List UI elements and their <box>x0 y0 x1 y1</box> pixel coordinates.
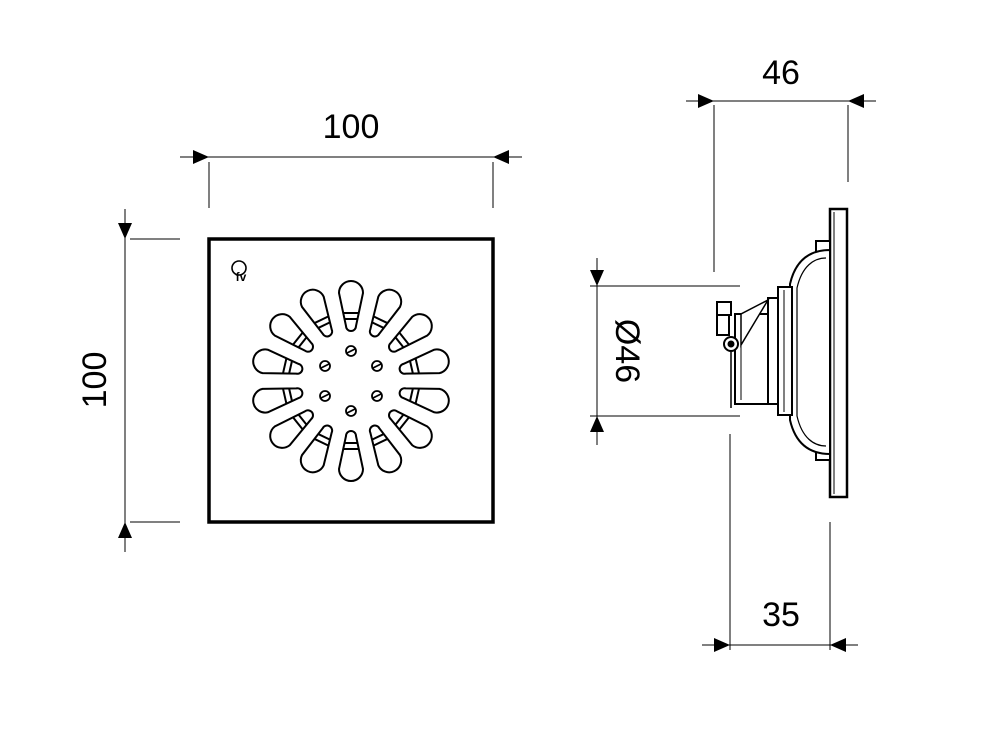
diameter-label: Ø46 <box>608 319 646 383</box>
screw <box>345 345 357 357</box>
petal-slot <box>252 387 304 414</box>
screw <box>319 390 331 402</box>
top-width-dimension: 100 <box>180 108 522 208</box>
left-height-dimension: 100 <box>76 209 180 552</box>
side-view: 46 Ø46 35 <box>590 54 876 652</box>
petal-slot <box>269 313 314 353</box>
bottom-depth-label: 35 <box>762 596 800 634</box>
petal-slot <box>388 313 433 353</box>
brand-logo: fv <box>231 260 247 284</box>
screw <box>371 390 383 402</box>
drain-body-profile <box>716 207 849 499</box>
left-height-label: 100 <box>76 352 114 409</box>
petal-slot <box>337 280 365 332</box>
petal-slot <box>269 409 314 449</box>
petal-slot <box>398 348 450 375</box>
screw <box>345 405 357 417</box>
screw <box>371 360 383 372</box>
screw <box>319 360 331 372</box>
body-step <box>777 286 793 416</box>
center-screws <box>319 345 383 417</box>
petal-slot <box>337 430 365 482</box>
front-view: 100 100 fv <box>76 108 522 552</box>
top-width-label: 100 <box>323 108 380 146</box>
petal-slot <box>368 424 403 474</box>
body-neck <box>767 297 779 405</box>
top-depth-label: 46 <box>762 54 800 92</box>
brand-logo-text: fv <box>236 270 247 284</box>
hinge-bracket-top <box>716 301 732 316</box>
diameter-dimension: Ø46 <box>590 258 740 445</box>
dome-housing <box>789 248 831 456</box>
petal-slot <box>299 288 334 338</box>
petal-slot <box>368 288 403 338</box>
petal-slot <box>388 409 433 449</box>
petal-slot <box>299 424 334 474</box>
side-grate-plate <box>828 207 849 499</box>
petal-slot <box>252 348 304 375</box>
petal-slot <box>398 387 450 414</box>
top-depth-dimension: 46 <box>686 54 876 272</box>
petal-slots <box>252 280 450 482</box>
bottom-depth-dimension: 35 <box>702 434 858 652</box>
hinge-bracket <box>716 314 730 336</box>
